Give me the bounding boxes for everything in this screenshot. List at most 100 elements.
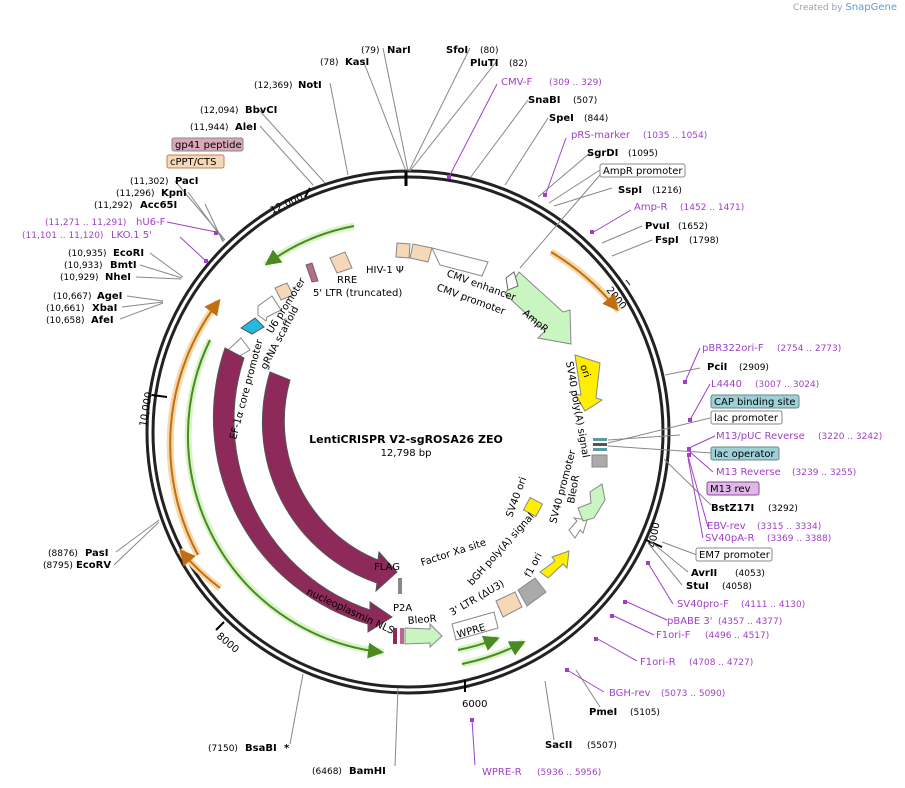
enzyme-name: SfoI (446, 45, 468, 56)
snapgene-credit: Created by SnapGene (793, 2, 897, 13)
enzyme-position: (1095) (628, 149, 658, 159)
primer-name: F1ori-F (656, 630, 691, 641)
primer-marks (204, 175, 692, 722)
feature-f1ori-label: f1 ori (523, 551, 545, 579)
green-arc-top-line (264, 225, 355, 266)
enzyme-position: (7150) (208, 744, 238, 754)
primer-name: pBABE 3' (667, 616, 713, 627)
plasmid-name: LentiCRISPR V2-sgROSA26 ZEO (309, 433, 503, 446)
feature-sv40ori-label: SV40 ori (504, 476, 529, 519)
enzyme-position: (12,094) (200, 106, 239, 116)
cppt-shape (274, 282, 294, 301)
primer-range: (11,271 .. 11,291) (45, 218, 126, 228)
tick-label: 12,000 (269, 192, 305, 217)
enzyme-position: (82) (509, 59, 527, 69)
primer-range: (4111 .. 4130) (741, 600, 805, 610)
lac-promoter-label: lac promoter (714, 413, 779, 424)
enzyme-position: (1216) (652, 186, 682, 196)
enzyme-name: NheI (105, 272, 131, 283)
green-arc-small-2-line (461, 641, 526, 665)
enzyme-name: StuI (686, 581, 709, 592)
orange-arc-left-line (169, 298, 221, 556)
enzyme-name: PmeI (589, 707, 617, 718)
primer-name: SV40pA-R (705, 533, 754, 544)
em7-shape (568, 517, 588, 539)
enzyme-name: AgeI (97, 291, 122, 302)
enzyme-position: (79) (361, 46, 379, 56)
primer-range: (3315 .. 3334) (757, 522, 821, 532)
enzyme-position: (2909) (739, 363, 769, 373)
gp41-label: gp41 peptide (175, 140, 242, 151)
snapgene-brand: SnapGene (845, 2, 897, 13)
ampr-promoter-label: AmpR promoter (603, 166, 683, 177)
orange-arc-top-right-line (550, 251, 619, 312)
leader-lines (113, 47, 713, 767)
enzyme-position: (80) (480, 46, 498, 56)
em7-label: EM7 promoter (699, 550, 771, 561)
enzyme-name: NotI (298, 80, 322, 91)
primer-range: (1035 .. 1054) (643, 131, 707, 141)
f1-ori-arrow (539, 550, 570, 579)
enzyme-name: BstZ17I (711, 503, 754, 514)
ampr-arrow (504, 271, 572, 345)
primer-name: LKO.1 5' (111, 230, 152, 241)
primer-range: (3220 .. 3242) (818, 432, 882, 442)
cas9-inner-arrow (261, 371, 398, 593)
u6-promoter-shape (257, 295, 282, 322)
primer-range: (3007 .. 3024) (755, 380, 819, 390)
primer-labels: CMV-F (309 .. 329) pRS-marker (1035 .. 1… (22, 77, 882, 778)
primer-name: M13/pUC Reverse (716, 431, 805, 442)
rre-shape (329, 251, 353, 274)
primer-range: (5936 .. 5956) (537, 768, 601, 778)
enzyme-name: BbvCI (245, 105, 277, 116)
primer-name: F1ori-R (640, 657, 676, 668)
orange-arc-left-lower-line (179, 548, 221, 589)
enzyme-name: PluTI (470, 58, 498, 69)
enzyme-name: XbaI (92, 303, 117, 314)
primer-range: (3369 .. 3388) (767, 534, 831, 544)
enzyme-position: (10,661) (46, 304, 85, 314)
primer-leader-lines (166, 83, 716, 766)
enzyme-name: AfeI (91, 315, 114, 326)
flag-mark (398, 578, 402, 594)
enzyme-position: (12,369) (254, 81, 293, 91)
p2a-mark (400, 628, 404, 644)
boxed-labels: gp41 peptide cPPT/CTS AmpR promoter CAP … (166, 137, 800, 562)
cas9-outer-arrow (212, 347, 393, 633)
enzyme-name: FspI (655, 235, 679, 246)
enzyme-name: BmtI (110, 260, 137, 271)
bgh-shape (517, 577, 547, 607)
primer-name: BGH-rev (609, 688, 651, 699)
enzyme-name: SacII (545, 740, 572, 751)
hiv-psi-shape (409, 243, 433, 263)
enzyme-position: (11,296) (116, 189, 155, 199)
primer-name: Amp-R (634, 202, 668, 213)
tick-label: 6000 (462, 699, 487, 710)
enzyme-name: AvrII (691, 568, 717, 579)
enzyme-labels: (79) NarI (78) KasI SfoI (80) PluTI (82)… (43, 45, 798, 777)
enzyme-name: SgrDI (587, 148, 618, 159)
primer-name: EBV-rev (707, 521, 746, 532)
primer-range: (4496 .. 4517) (705, 631, 769, 641)
feature-bleor-bottom-label: BleoR (407, 614, 437, 627)
ltr5-shape (395, 242, 411, 259)
feature-hiv-label: HIV-1 Ψ (366, 265, 404, 276)
ampr-promoter-shape (505, 271, 519, 291)
enzyme-position: (1652) (678, 222, 708, 232)
primer-name: WPRE-R (482, 767, 522, 778)
cap-shape (593, 438, 607, 441)
enzyme-name: BamHI (349, 766, 386, 777)
enzyme-position: (11,292) (94, 201, 133, 211)
credit-prefix: Created by (793, 3, 843, 13)
gp41-shape (305, 262, 319, 283)
cmv-enhancer-shape (431, 247, 489, 277)
enzyme-position: (10,667) (53, 292, 92, 302)
enzyme-position: (10,935) (68, 249, 107, 259)
green-arc-bottom-line (186, 339, 384, 659)
primer-name: hU6-F (136, 217, 166, 228)
enzyme-name: AleI (235, 122, 257, 133)
enzyme-position: (5105) (630, 708, 660, 718)
enzyme-position: (10,933) (64, 261, 103, 271)
primer-name: SV40pro-F (677, 599, 729, 610)
